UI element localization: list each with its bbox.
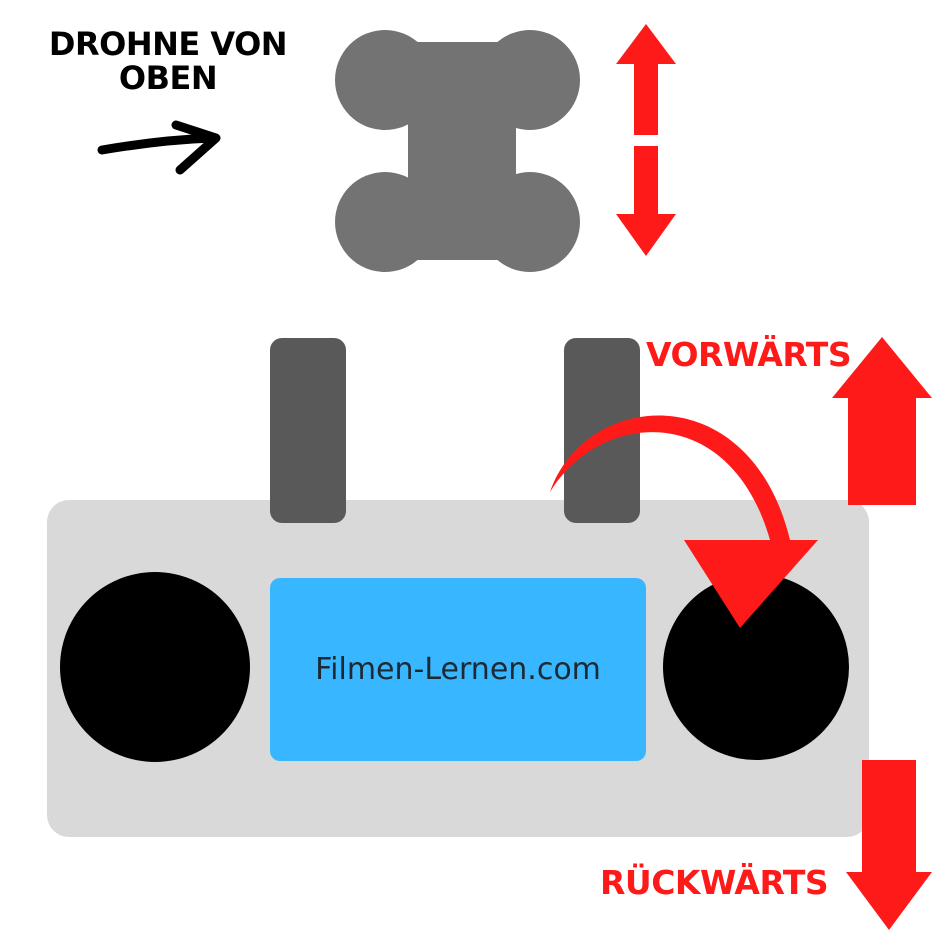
up-arrow-icon xyxy=(832,337,932,505)
right-control-stick xyxy=(663,574,849,760)
controller-screen xyxy=(270,578,646,761)
direction-arrow-icon xyxy=(97,120,221,175)
left-control-stick xyxy=(60,572,250,762)
drone-top-view-label: DROHNE VON OBEN xyxy=(48,25,288,97)
double-arrow-icon xyxy=(616,24,676,256)
left-antenna xyxy=(270,338,346,523)
curved-arrow-icon xyxy=(550,415,818,628)
drone-top-view-icon xyxy=(335,30,580,272)
backward-label: RÜCKWÄRTS xyxy=(600,863,829,902)
brand-text: Filmen-Lernen.com xyxy=(315,652,601,687)
forward-label: VORWÄRTS xyxy=(646,335,852,374)
down-arrow-icon xyxy=(846,760,932,930)
